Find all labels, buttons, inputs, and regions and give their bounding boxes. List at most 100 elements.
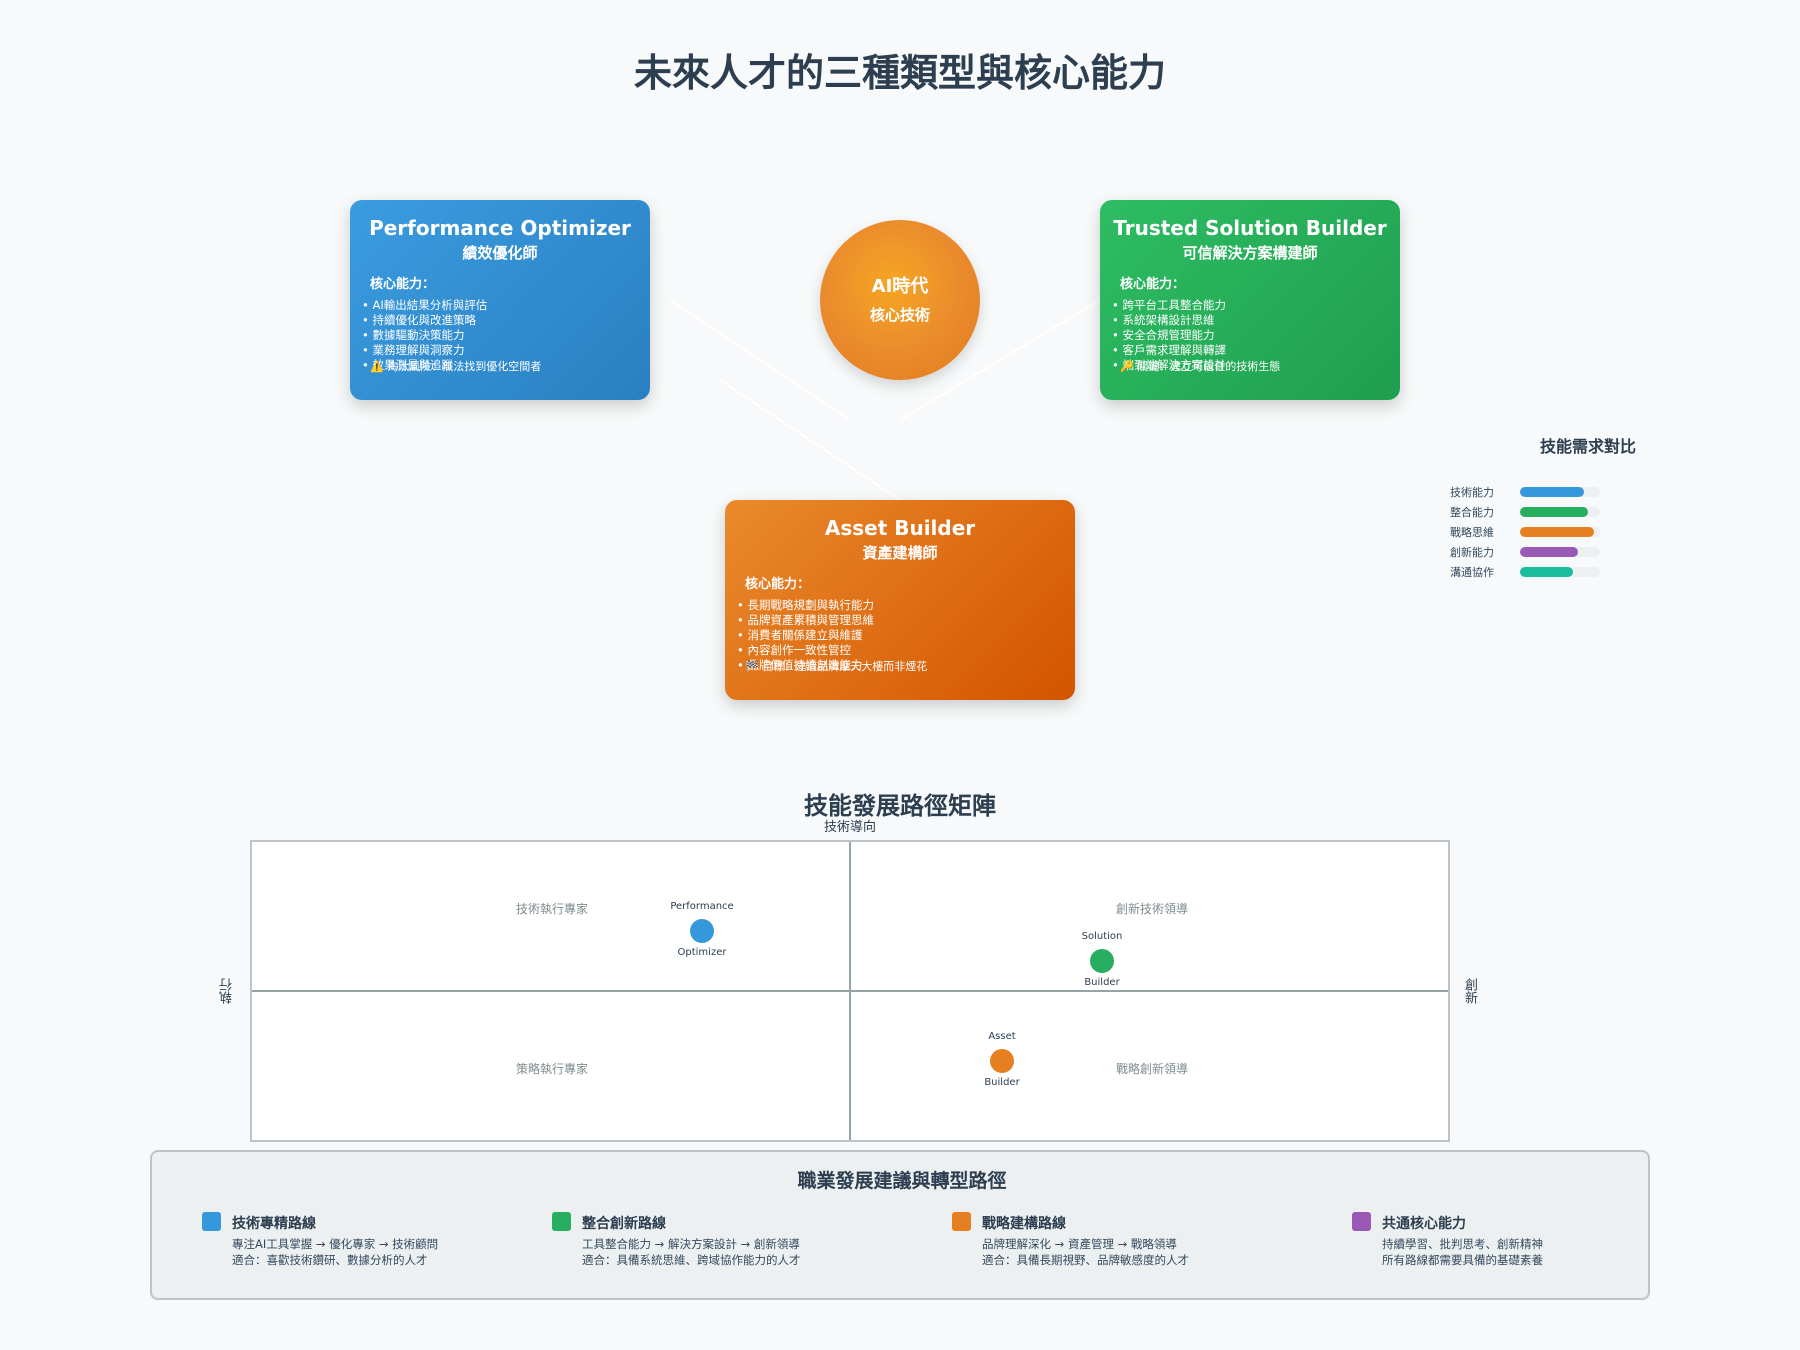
skill-track xyxy=(1520,487,1600,497)
skill-fill xyxy=(1520,527,1594,537)
warning-icon: ⚠️ xyxy=(370,360,384,373)
center-ai-circle: AI時代 核心技術 xyxy=(820,220,980,380)
solution-builder-subtitle: 可信解決方案構建師 xyxy=(1182,244,1318,262)
career-path-tech-line1: 專注AI工具掌握 → 優化專家 → 技術顧問 xyxy=(232,1237,439,1251)
skill-track xyxy=(1520,547,1600,557)
skill-track xyxy=(1520,507,1600,517)
matrix-axis-right-label: 創新 xyxy=(1462,978,1477,1004)
solution-builder-note: 🔑 關鍵：建立可信任的技術生態 xyxy=(1120,358,1280,374)
asset-builder-title: Asset Builder xyxy=(824,516,976,540)
list-item: 跨平台工具整合能力 xyxy=(1112,298,1400,313)
skill-fill xyxy=(1520,547,1578,557)
skill-label: 溝通協作 xyxy=(1450,566,1494,579)
list-item: AI輸出結果分析與評估 xyxy=(362,298,650,313)
point-asset-builder-label-top: Asset xyxy=(988,1031,1016,1042)
career-path-integration-line1: 工具整合能力 → 解決方案設計 → 創新領導 xyxy=(582,1237,800,1251)
matrix-axis-top-label: 技術導向 xyxy=(823,820,876,835)
skill-fill xyxy=(1520,487,1584,497)
key-icon: 🔑 xyxy=(1120,360,1134,373)
solution-builder-ability-list: 跨平台工具整合能力 系統架構設計思維 安全合規管理能力 客戶需求理解與轉譯 端到… xyxy=(1112,298,1400,373)
career-path-common-title: 共通核心能力 xyxy=(1382,1216,1466,1232)
skill-fill xyxy=(1520,507,1588,517)
career-path-tech-swatch xyxy=(202,1212,221,1231)
skill-row: 溝通協作 xyxy=(1450,564,1610,579)
career-path-integration-line2: 適合：具備系統思維、跨域協作能力的人才 xyxy=(582,1253,801,1267)
career-path-integration-desc: 工具整合能力 → 解決方案設計 → 創新領導 適合：具備系統思維、跨域協作能力的… xyxy=(582,1236,801,1268)
career-path-tech-desc: 專注AI工具掌握 → 優化專家 → 技術顧問 適合：喜歡技術鑽研、數據分析的人才 xyxy=(232,1236,438,1268)
asset-builder-ability-list: 長期戰略規劃與執行能力 品牌資產累積與管理思維 消費者關係建立與維護 內容創作一… xyxy=(737,598,1075,673)
career-path-strategy-swatch xyxy=(952,1212,971,1231)
skill-row: 整合能力 xyxy=(1450,504,1610,519)
skill-track xyxy=(1520,567,1600,577)
optimizer-title: Performance Optimizer xyxy=(369,216,631,240)
asset-builder-note-text: 目標：建造品牌摩天大樓而非煙花 xyxy=(762,660,928,673)
career-path-strategy-line2: 適合：具備長期視野、品牌敏感度的人才 xyxy=(982,1253,1189,1267)
solution-builder-card[interactable]: Trusted Solution Builder 可信解決方案構建師 核心能力：… xyxy=(1100,200,1400,400)
skill-label: 戰略思維 xyxy=(1450,526,1494,539)
skills-title: 技能需求對比 xyxy=(1540,437,1637,456)
asset-builder-note: 🏁 目標：建造品牌摩天大樓而非煙花 xyxy=(745,658,927,674)
list-item: 持續優化與改進策略 xyxy=(362,313,650,328)
optimizer-card[interactable]: Performance Optimizer 績效優化師 核心能力： AI輸出結果… xyxy=(350,200,650,400)
point-solution-builder-label-top: Solution xyxy=(1081,931,1123,942)
career-panel: 職業發展建議與轉型路徑 技術專精路線 專注AI工具掌握 → 優化專家 → 技術顧… xyxy=(150,1150,1650,1300)
career-path-common-swatch xyxy=(1352,1212,1371,1231)
optimizer-subtitle: 績效優化師 xyxy=(462,244,538,262)
list-item: 品牌價值持續創造能力 xyxy=(737,658,1075,673)
solution-builder-section-label: 核心能力： xyxy=(1120,277,1186,292)
center-line2: 核心技術 xyxy=(869,306,930,324)
matrix-title: 技能發展路徑矩陣 xyxy=(804,792,996,820)
solution-builder-note-text: 關鍵：建立可信任的技術生態 xyxy=(1137,360,1281,373)
career-path-strategy-line1: 品牌理解深化 → 資產管理 → 戰略領導 xyxy=(982,1237,1177,1251)
list-item: 業務理解與洞察力 xyxy=(362,343,650,358)
point-solution-builder[interactable] xyxy=(1090,949,1114,973)
career-path-common-desc: 持續學習、批判思考、創新精神 所有路線都需要具備的基礎素養 xyxy=(1382,1236,1543,1268)
quadrant-label-bottom-right: 戰略創新領導 xyxy=(1115,1062,1188,1076)
career-path-tech-title: 技術專精路線 xyxy=(232,1216,316,1232)
skill-matrix: 技術執行專家 創新技術領導 策略執行專家 戰略創新領導 Performance … xyxy=(250,840,1450,1142)
skill-label: 技術能力 xyxy=(1450,486,1494,499)
career-path-strategy-desc: 品牌理解深化 → 資產管理 → 戰略領導 適合：具備長期視野、品牌敏感度的人才 xyxy=(982,1236,1189,1268)
point-asset-builder-label-bottom: Builder xyxy=(984,1077,1020,1088)
asset-builder-card[interactable]: Asset Builder 資產建構師 核心能力： 長期戰略規劃與執行能力 品牌… xyxy=(725,500,1075,700)
solution-builder-title: Trusted Solution Builder xyxy=(1113,216,1387,240)
optimizer-note: ⚠️ 淘汰風險：無法找到優化空間者 xyxy=(370,358,541,374)
skill-track xyxy=(1520,527,1600,537)
career-path-strategy-title: 戰略建構路線 xyxy=(982,1216,1066,1232)
list-item: 端到端解決方案設計 xyxy=(1112,358,1400,373)
point-optimizer[interactable] xyxy=(690,919,714,943)
list-item: 安全合規管理能力 xyxy=(1112,328,1400,343)
flag-icon: 🏁 xyxy=(745,660,759,673)
quadrant-label-bottom-left: 策略執行專家 xyxy=(515,1062,588,1076)
connector-lines xyxy=(0,0,1800,760)
list-item: 消費者關係建立與維護 xyxy=(737,628,1075,643)
point-solution-builder-label-bottom: Builder xyxy=(1084,977,1120,988)
page-title: 未來人才的三種類型與核心能力 xyxy=(633,51,1166,95)
quadrant-label-top-left: 技術執行專家 xyxy=(515,902,588,916)
quadrant-label-top-right: 創新技術領導 xyxy=(1115,902,1188,916)
matrix-axis-left-label: 執行 xyxy=(220,978,235,1004)
list-item: 內容創作一致性管控 xyxy=(737,643,1075,658)
skill-label: 整合能力 xyxy=(1450,506,1494,519)
career-path-integration-title: 整合創新路線 xyxy=(582,1216,666,1232)
career-path-integration-swatch xyxy=(552,1212,571,1231)
matrix-grid xyxy=(252,842,1448,1140)
list-item: 長期戰略規劃與執行能力 xyxy=(737,598,1075,613)
career-path-common-line2: 所有路線都需要具備的基礎素養 xyxy=(1382,1253,1543,1267)
point-asset-builder[interactable] xyxy=(990,1049,1014,1073)
skill-row: 技術能力 xyxy=(1450,484,1610,499)
skill-label: 創新能力 xyxy=(1450,546,1494,559)
optimizer-section-label: 核心能力： xyxy=(370,277,436,292)
list-item: 客戶需求理解與轉譯 xyxy=(1112,343,1400,358)
skill-row: 創新能力 xyxy=(1450,544,1610,559)
point-optimizer-label-top: Performance xyxy=(670,901,734,912)
skill-fill xyxy=(1520,567,1573,577)
asset-builder-section-label: 核心能力： xyxy=(745,577,811,592)
career-title: 職業發展建議與轉型路徑 xyxy=(797,1170,1007,1192)
career-path-tech-line2: 適合：喜歡技術鑽研、數據分析的人才 xyxy=(232,1253,428,1267)
list-item: 品牌資產累積與管理思維 xyxy=(737,613,1075,628)
asset-builder-subtitle: 資產建構師 xyxy=(862,544,938,562)
skill-row: 戰略思維 xyxy=(1450,524,1610,539)
list-item: 數據驅動決策能力 xyxy=(362,328,650,343)
list-item: 效果測量與追蹤 xyxy=(362,358,650,373)
